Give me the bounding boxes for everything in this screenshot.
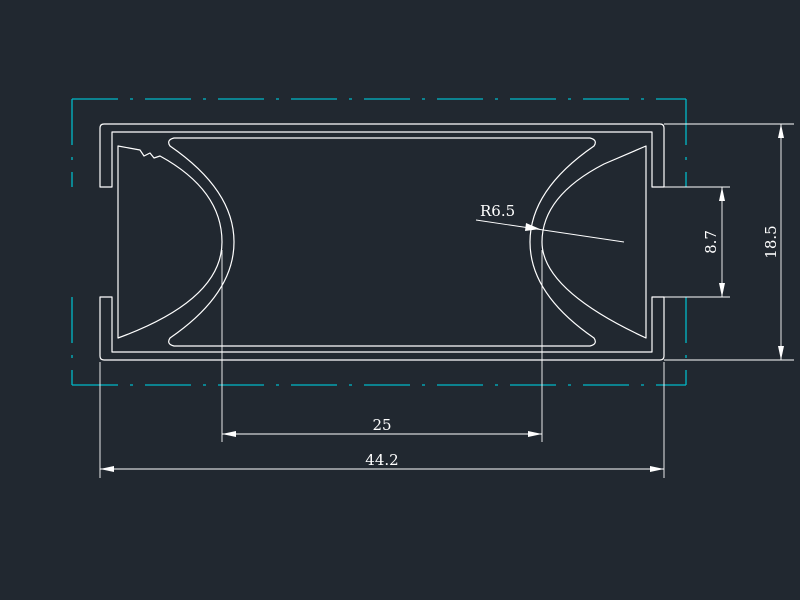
inner-width-arrow-left [222, 431, 236, 437]
slot-height-label: 8.7 [702, 230, 720, 254]
radius-label: R6.5 [480, 202, 515, 220]
overall-width-arrow-left [100, 466, 114, 472]
inner-width-arrow-right [528, 431, 542, 437]
profile-right-clip-arm [541, 145, 647, 339]
profile-outer-top [99, 123, 665, 188]
profile-outer-bottom [99, 296, 665, 361]
centerline-bounding-box [71, 98, 687, 386]
profile-inner-chamber [168, 137, 596, 347]
extrusion-profile [99, 123, 665, 361]
overall-width-arrow-right [650, 466, 664, 472]
overall-height-arrow-bottom [778, 346, 784, 360]
overall-width-label: 44.2 [365, 451, 398, 469]
radius-arrowhead [525, 223, 540, 231]
dimension-annotations: R6.5 25 44.2 8.7 18.5 [99, 123, 794, 478]
overall-height-label: 18.5 [762, 225, 780, 258]
inner-width-label: 25 [372, 416, 391, 434]
profile-left-clip-arm [117, 145, 223, 339]
radius-leader-line [475, 219, 625, 243]
slot-height-arrow-bottom [719, 283, 725, 297]
overall-height-arrow-top [778, 124, 784, 138]
slot-height-arrow-top [719, 187, 725, 201]
